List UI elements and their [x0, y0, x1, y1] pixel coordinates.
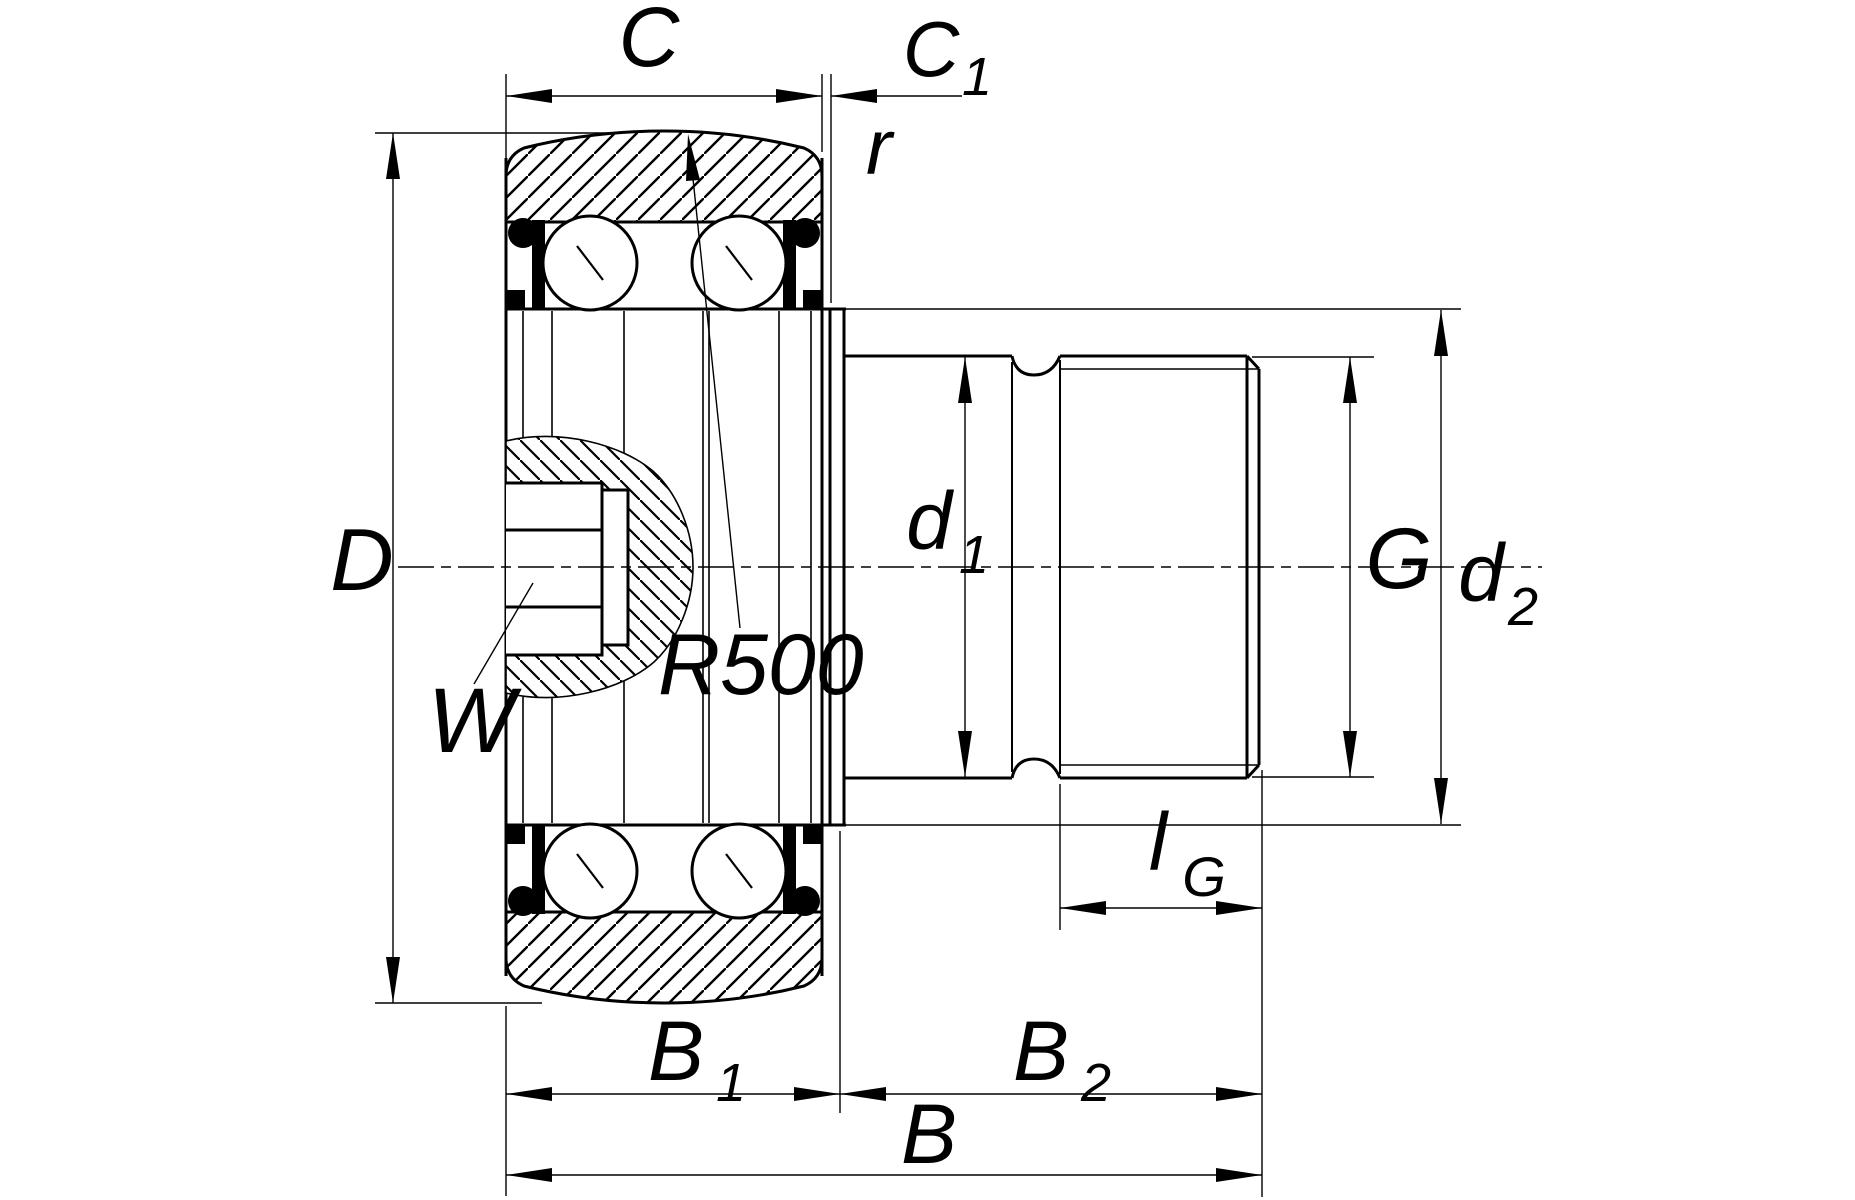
socket-bore-fill	[506, 483, 602, 655]
label-C: C	[619, 0, 681, 84]
seals	[506, 218, 822, 916]
ball	[541, 822, 639, 920]
seal-bottom-right	[783, 825, 822, 916]
dimension-d1: d 1	[906, 357, 989, 777]
label-C1: C	[903, 5, 960, 93]
dimension-B1: B 1	[505, 831, 841, 1196]
label-d1: d	[906, 476, 954, 567]
leader-R500: R500	[658, 134, 864, 713]
label-d2-sub: 2	[1507, 577, 1538, 637]
inner-ring-faces	[506, 307, 846, 827]
dimensions: C C 1 r D d 1	[330, 0, 1538, 1197]
label-lG: l	[1149, 797, 1170, 888]
chamfer-bottom	[1245, 763, 1261, 780]
label-G: G	[1366, 511, 1433, 607]
dimension-lG: l G	[1059, 784, 1262, 930]
label-R500: R500	[658, 617, 864, 713]
dimension-C1: C 1	[830, 5, 992, 303]
seal-top-left	[506, 218, 545, 309]
dimension-d2: d 2	[846, 308, 1538, 826]
ball-rows	[541, 214, 788, 920]
dimension-B: B	[506, 1087, 1262, 1182]
ball	[541, 214, 639, 312]
label-C1-sub: 1	[962, 47, 992, 107]
seal-bottom-left	[506, 825, 545, 916]
relief-groove-top	[1010, 355, 1062, 377]
seal-top-right	[783, 218, 822, 309]
label-B2-sub: 2	[1080, 1053, 1111, 1113]
dimension-D: D	[330, 132, 622, 1004]
dimension-B2: B 2	[840, 770, 1263, 1197]
chamfer-top	[1245, 354, 1261, 371]
label-d2: d	[1458, 528, 1506, 619]
dimension-C: C	[505, 0, 823, 170]
label-r: r	[866, 103, 895, 191]
label-W: W	[428, 670, 523, 772]
label-d1-sub: 1	[959, 525, 989, 585]
label-B: B	[901, 1087, 957, 1181]
outer-ring-bottom-section	[504, 910, 824, 1005]
dimension-G: G	[1252, 356, 1433, 778]
outer-ring-top-section	[504, 129, 824, 224]
relief-groove-bottom	[1010, 757, 1062, 779]
ball	[690, 214, 788, 312]
leader-W: W	[428, 582, 534, 772]
label-B1: B	[648, 1004, 704, 1098]
ball	[690, 822, 788, 920]
label-B2: B	[1013, 1004, 1069, 1098]
label-D: D	[330, 510, 394, 609]
label-B1-sub: 1	[716, 1053, 746, 1113]
label-lG-sub: G	[1182, 845, 1226, 908]
